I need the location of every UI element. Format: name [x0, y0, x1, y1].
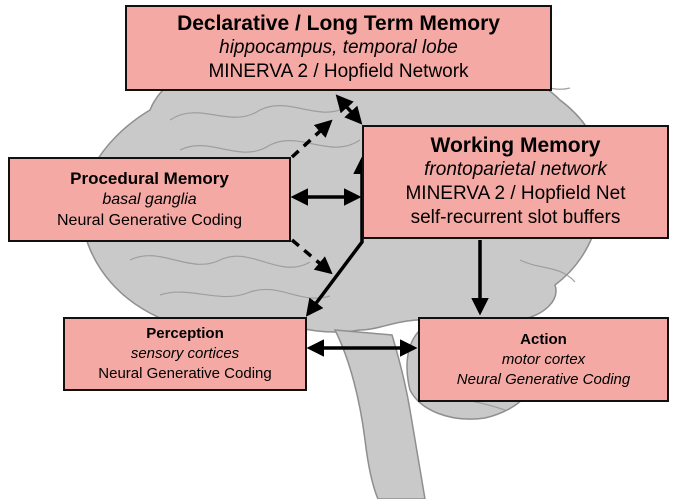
- perception-box: Perception sensory cortices Neural Gener…: [63, 317, 307, 391]
- declarative-title: Declarative / Long Term Memory: [177, 12, 500, 35]
- action-region: motor cortex: [501, 350, 586, 368]
- procedural-title: Procedural Memory: [70, 169, 229, 188]
- arrow-procedural-perception: [290, 238, 333, 275]
- declarative-memory-box: Declarative / Long Term Memory hippocamp…: [125, 5, 552, 91]
- declarative-region: hippocampus, temporal lobe: [219, 37, 458, 58]
- perception-title: Perception: [146, 325, 224, 342]
- declarative-model: MINERVA 2 / Hopfield Network: [208, 61, 469, 82]
- working-model-2: self-recurrent slot buffers: [410, 207, 621, 228]
- working-region: frontoparietal network: [424, 159, 607, 180]
- perception-model: Neural Generative Coding: [98, 365, 272, 382]
- working-memory-box: Working Memory frontoparietal network MI…: [362, 125, 669, 239]
- action-box: Action motor cortex Neural Generative Co…: [418, 317, 669, 402]
- working-model: MINERVA 2 / Hopfield Net: [405, 183, 626, 204]
- action-title: Action: [520, 330, 567, 348]
- procedural-model: Neural Generative Coding: [57, 212, 242, 229]
- brain-stem: [333, 329, 426, 499]
- arrow-declarative-working: [335, 94, 363, 125]
- perception-region: sensory cortices: [130, 345, 240, 362]
- procedural-region: basal ganglia: [102, 191, 197, 208]
- arrow-procedural-declarative: [290, 119, 333, 159]
- action-model: Neural Generative Coding: [456, 370, 631, 388]
- procedural-memory-box: Procedural Memory basal ganglia Neural G…: [8, 157, 291, 242]
- working-title: Working Memory: [430, 134, 601, 157]
- arrow-working-perception: [305, 156, 371, 317]
